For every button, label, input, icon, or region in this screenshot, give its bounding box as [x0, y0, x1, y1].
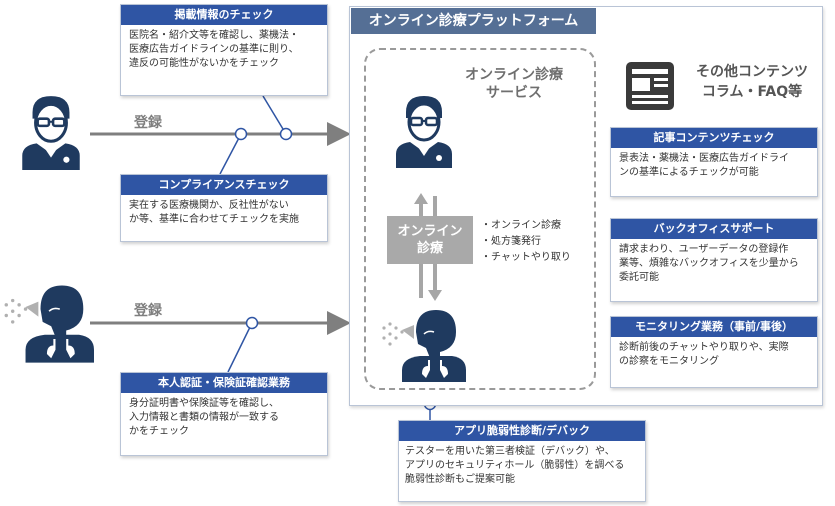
card-line: 身分証明書や保険証等を確認し、 [129, 398, 279, 409]
card-line: 業等、煩雑なバックオフィスを少量から [619, 258, 799, 269]
card-line: か等、基準に合わせてチェックを実施 [129, 214, 299, 225]
card-line: 実在する医療機関か、反社性がない [129, 200, 289, 211]
other-contents-title: その他コンテンツ コラム・FAQ等 [682, 62, 822, 102]
service-item: ・処方箋発行 [481, 236, 541, 247]
card-article-check: 記事コンテンツチェック 景表法・薬機法・医療広告ガイドライ ンの基準によるチェッ… [610, 127, 818, 197]
card-compliance-check: コンプライアンスチェック 実在する医療機関か、反社性がない か等、基準に合わせて… [120, 174, 328, 242]
patient-icon [382, 310, 466, 382]
service-item: ・オンライン診療 [481, 220, 561, 231]
card-line: の診察をモニタリング [619, 356, 719, 367]
services-list: ・オンライン診療 ・処方箋発行 ・チャットやり取り [481, 218, 571, 266]
card-body: 請求まわり、ユーザーデータの登録作 業等、煩雑なバックオフィスを少量から 委託可… [611, 239, 817, 285]
card-title: 本人認証・保険証確認業務 [121, 373, 327, 393]
card-back-office: バックオフィスサポート 請求まわり、ユーザーデータの登録作 業等、煩雑なバックオ… [610, 218, 818, 302]
card-line: 景表法・薬機法・医療広告ガイドライ [619, 153, 789, 164]
card-body: 景表法・薬機法・医療広告ガイドライ ンの基準によるチェックが可能 [611, 148, 817, 180]
connector-node [279, 127, 293, 141]
service-title-line2: サービス [486, 85, 542, 101]
card-monitoring: モニタリング業務（事前/事後） 診断前後のチャットやり取りや、実際 の診察をモニ… [610, 316, 818, 388]
platform-title: オンライン診療プラットフォーム [351, 8, 596, 34]
doctor-icon [396, 96, 452, 168]
card-body: 医院名・紹介文等を確認し、薬機法・ 医療広告ガイドラインの基準に則り、 違反の可… [121, 25, 327, 71]
card-identity-check: 本人認証・保険証確認業務 身分証明書や保険証等を確認し、 入力情報と書類の情報が… [120, 372, 328, 456]
service-title-line1: オンライン診療 [465, 67, 563, 83]
card-title: 記事コンテンツチェック [611, 128, 817, 148]
card-line: 委託可能 [619, 272, 659, 283]
card-title: コンプライアンスチェック [121, 175, 327, 195]
card-listing-check: 掲載情報のチェック 医院名・紹介文等を確認し、薬機法・ 医療広告ガイドラインの基… [120, 4, 328, 96]
card-line: 請求まわり、ユーザーデータの登録作 [619, 244, 789, 255]
connector-node [245, 316, 259, 330]
online-consultation-box: オンライン 診療 [387, 216, 473, 264]
card-body: テスターを用いた第三者検証（デバック）や、 アプリのセキュリティホール（脆弱性）… [399, 441, 645, 487]
connector-node [234, 127, 248, 141]
card-title: アプリ脆弱性診断/デバック [399, 421, 645, 441]
other-contents-line2: コラム・FAQ等 [701, 84, 803, 100]
card-line: かをチェック [129, 426, 189, 437]
online-box-line2: 診療 [416, 241, 443, 256]
patient-icon [4, 285, 94, 363]
card-line: 入力情報と書類の情報が一致する [129, 412, 279, 423]
registration-label-doctor: 登録 [134, 115, 162, 131]
card-line: 脆弱性診断もご提案可能 [405, 474, 515, 485]
card-line: 医療広告ガイドラインの基準に則り、 [129, 44, 299, 55]
other-contents-line1: その他コンテンツ [696, 64, 808, 80]
card-body: 診断前後のチャットやり取りや、実際 の診察をモニタリング [611, 337, 817, 369]
card-title: 掲載情報のチェック [121, 5, 327, 25]
doctor-icon [22, 96, 80, 170]
card-line: ンの基準によるチェックが可能 [619, 167, 759, 178]
service-title: オンライン診療 サービス [454, 66, 574, 102]
card-line: アプリのセキュリティホール（脆弱性）を調べる [405, 460, 625, 471]
registration-label-patient: 登録 [134, 303, 162, 319]
web-content-icon [626, 62, 674, 110]
card-vulnerability-check: アプリ脆弱性診断/デバック テスターを用いた第三者検証（デバック）や、 アプリの… [398, 420, 646, 502]
card-title: モニタリング業務（事前/事後） [611, 317, 817, 337]
connector-identity-check [227, 322, 253, 373]
online-box-line1: オンライン [397, 224, 463, 239]
connector-compliance-check [219, 133, 242, 175]
card-body: 実在する医療機関か、反社性がない か等、基準に合わせてチェックを実施 [121, 195, 327, 227]
card-title: バックオフィスサポート [611, 219, 817, 239]
service-item: ・チャットやり取り [481, 252, 571, 263]
card-line: テスターを用いた第三者検証（デバック）や、 [405, 446, 615, 457]
card-line: 違反の可能性がないかをチェック [129, 58, 279, 69]
card-body: 身分証明書や保険証等を確認し、 入力情報と書類の情報が一致する かをチェック [121, 393, 327, 439]
card-line: 診断前後のチャットやり取りや、実際 [619, 342, 789, 353]
card-line: 医院名・紹介文等を確認し、薬機法・ [129, 30, 299, 41]
connector-listing-check [262, 95, 287, 135]
